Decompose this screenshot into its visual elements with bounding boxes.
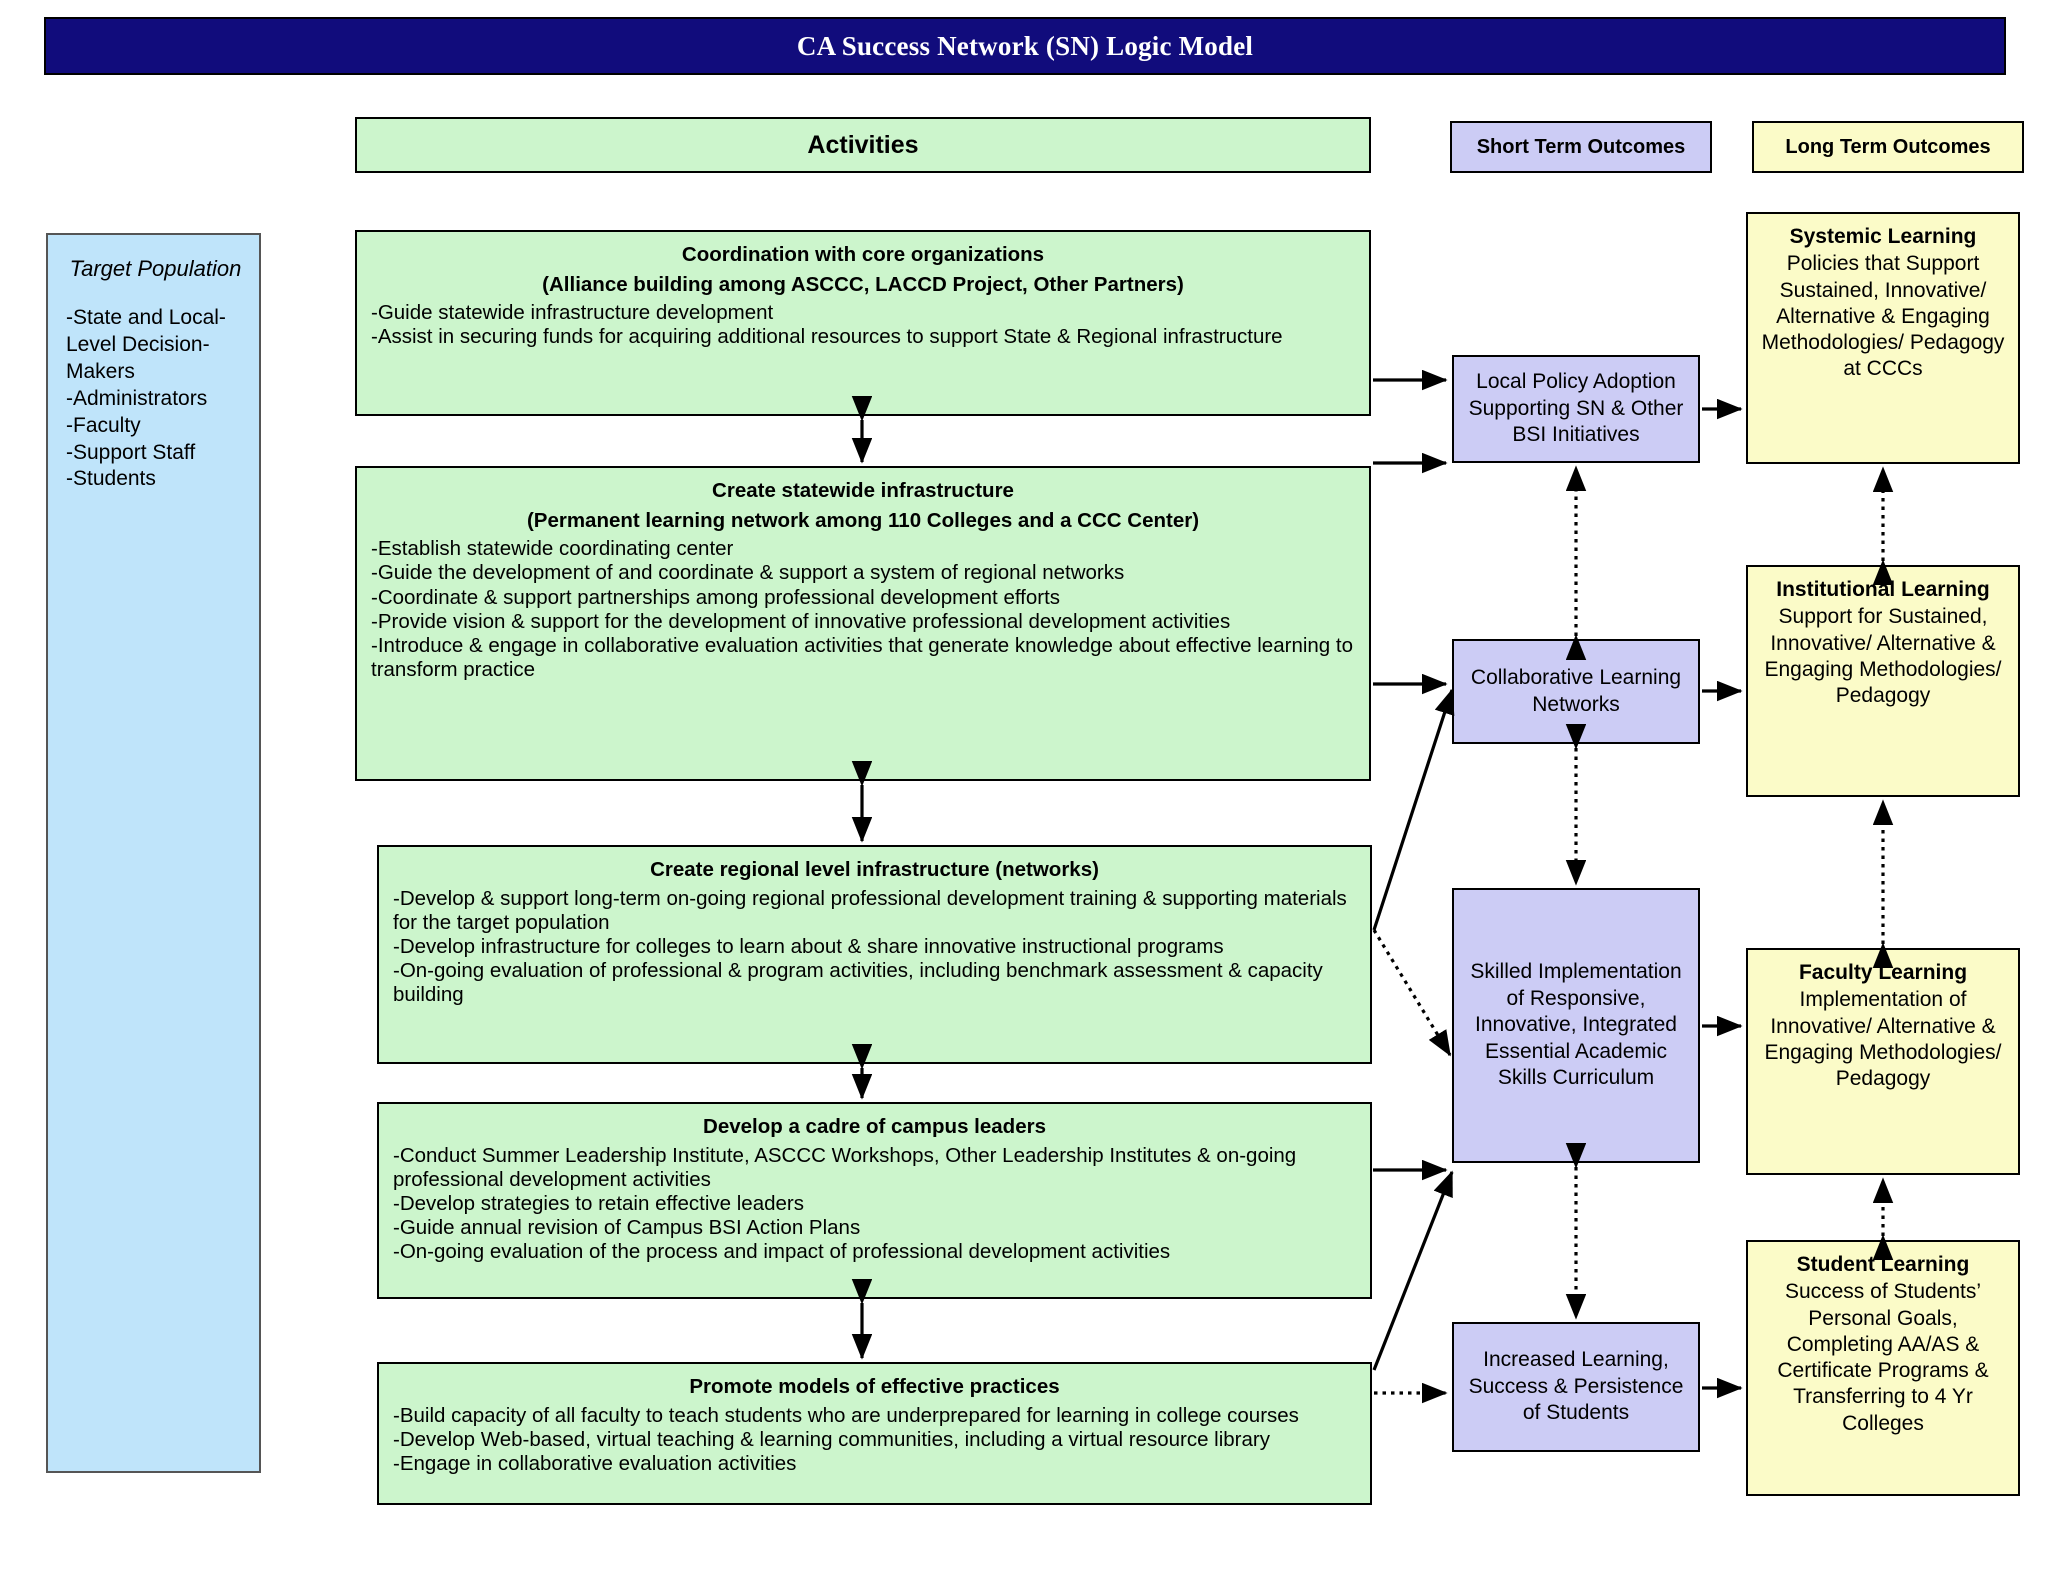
- short-term-outcome-skilled-implementation: Skilled Implementation of Responsive, In…: [1452, 888, 1700, 1163]
- activity-subtitle: (Permanent learning network among 110 Co…: [526, 508, 1200, 532]
- activity-bullet: -Develop infrastructure for colleges to …: [393, 935, 1224, 958]
- long-term-outcome-body: Implementation of Innovative/ Alternativ…: [1764, 988, 2002, 1090]
- activity-title: Coordination with core organizations: [681, 243, 1045, 266]
- activity-bullet: -Guide statewide infrastructure developm…: [371, 301, 774, 325]
- target-population-box: Target Population -State and Local-Level…: [46, 233, 261, 1473]
- activity-bullet: -On-going evaluation of the process and …: [393, 1240, 1171, 1264]
- short-term-outcome-collaborative-learning-networks: Collaborative Learning Networks: [1452, 639, 1700, 744]
- long-term-outcome-student-learning: Student Learning Success of Students’ Pe…: [1746, 1240, 2020, 1496]
- activity-box-effective-practices: Promote models of effective practices -B…: [377, 1362, 1372, 1505]
- target-population-item: -State and Local-Level Decision-Makers: [66, 306, 226, 383]
- activity-box-statewide-infrastructure: Create statewide infrastructure (Permane…: [355, 466, 1371, 781]
- long-term-outcome-title: Student Learning: [1796, 1253, 1970, 1276]
- activity-bullet: -Develop Web-based, virtual teaching & l…: [393, 1427, 1270, 1451]
- activity-bullet: -On-going evaluation of professional & p…: [393, 959, 1323, 1007]
- activity-subtitle: (Alliance building among ASCCC, LACCD Pr…: [542, 272, 1184, 296]
- activity-bullet: -Develop strategies to retain effective …: [393, 1192, 804, 1215]
- activity-bullet: -Introduce & engage in collaborative eva…: [371, 634, 1353, 682]
- activity-bullet: -Engage in collaborative evaluation acti…: [393, 1452, 797, 1475]
- activity-bullet: -Coordinate & support partnerships among…: [371, 585, 1061, 609]
- activity-title: Promote models of effective practices: [689, 1375, 1060, 1398]
- activity-bullet: -Build capacity of all faculty to teach …: [393, 1403, 1299, 1427]
- long-term-outcome-body: Success of Students’ Personal Goals, Com…: [1777, 1280, 1989, 1435]
- column-header-activities: Activities: [355, 117, 1371, 173]
- target-population-item: -Students: [66, 467, 156, 491]
- activity-bullet: -Develop & support long-term on-going re…: [393, 886, 1347, 934]
- activity-title: Develop a cadre of campus leaders: [703, 1115, 1046, 1138]
- long-term-outcome-body: Support for Sustained, Innovative/ Alter…: [1764, 605, 2002, 707]
- activity-title: Create statewide infrastructure: [712, 479, 1014, 502]
- activity-bullet: -Assist in securing funds for acquiring …: [371, 325, 1283, 349]
- long-term-outcome-body: Policies that Support Sustained, Innovat…: [1761, 252, 2005, 381]
- activity-title: Create regional level infrastructure (ne…: [650, 858, 1099, 881]
- column-header-long-term-outcomes: Long Term Outcomes: [1752, 121, 2024, 173]
- activity-bullet: -Guide annual revision of Campus BSI Act…: [393, 1216, 861, 1240]
- activity-box-regional-infrastructure: Create regional level infrastructure (ne…: [377, 845, 1372, 1064]
- long-term-outcome-institutional-learning: Institutional Learning Support for Susta…: [1746, 565, 2020, 797]
- target-population-title: Target Population: [69, 256, 242, 281]
- long-term-outcome-systemic-learning: Systemic Learning Policies that Support …: [1746, 212, 2020, 464]
- target-population-item: -Faculty: [66, 413, 141, 437]
- column-header-short-term-outcomes: Short Term Outcomes: [1450, 121, 1712, 173]
- long-term-outcome-title: Systemic Learning: [1789, 225, 1977, 248]
- activity-bullet: -Guide the development of and coordinate…: [371, 561, 1125, 585]
- short-term-outcome-increased-learning: Increased Learning, Success & Persistenc…: [1452, 1322, 1700, 1452]
- activity-bullet: -Conduct Summer Leadership Institute, AS…: [393, 1143, 1297, 1191]
- activity-box-campus-leaders: Develop a cadre of campus leaders -Condu…: [377, 1102, 1372, 1299]
- short-term-outcome-local-policy-adoption: Local Policy Adoption Supporting SN & Ot…: [1452, 355, 1700, 463]
- activity-bullet: -Provide vision & support for the develo…: [371, 609, 1231, 633]
- target-population-item: -Administrators: [66, 386, 208, 410]
- page-title: CA Success Network (SN) Logic Model: [44, 17, 2006, 75]
- long-term-outcome-title: Faculty Learning: [1798, 961, 1968, 984]
- activity-box-coordination: Coordination with core organizations (Al…: [355, 230, 1371, 416]
- activity-bullet: -Establish statewide coordinating center: [371, 537, 734, 561]
- target-population-item: -Support Staff: [66, 440, 196, 464]
- long-term-outcome-faculty-learning: Faculty Learning Implementation of Innov…: [1746, 948, 2020, 1175]
- long-term-outcome-title: Institutional Learning: [1776, 578, 1990, 601]
